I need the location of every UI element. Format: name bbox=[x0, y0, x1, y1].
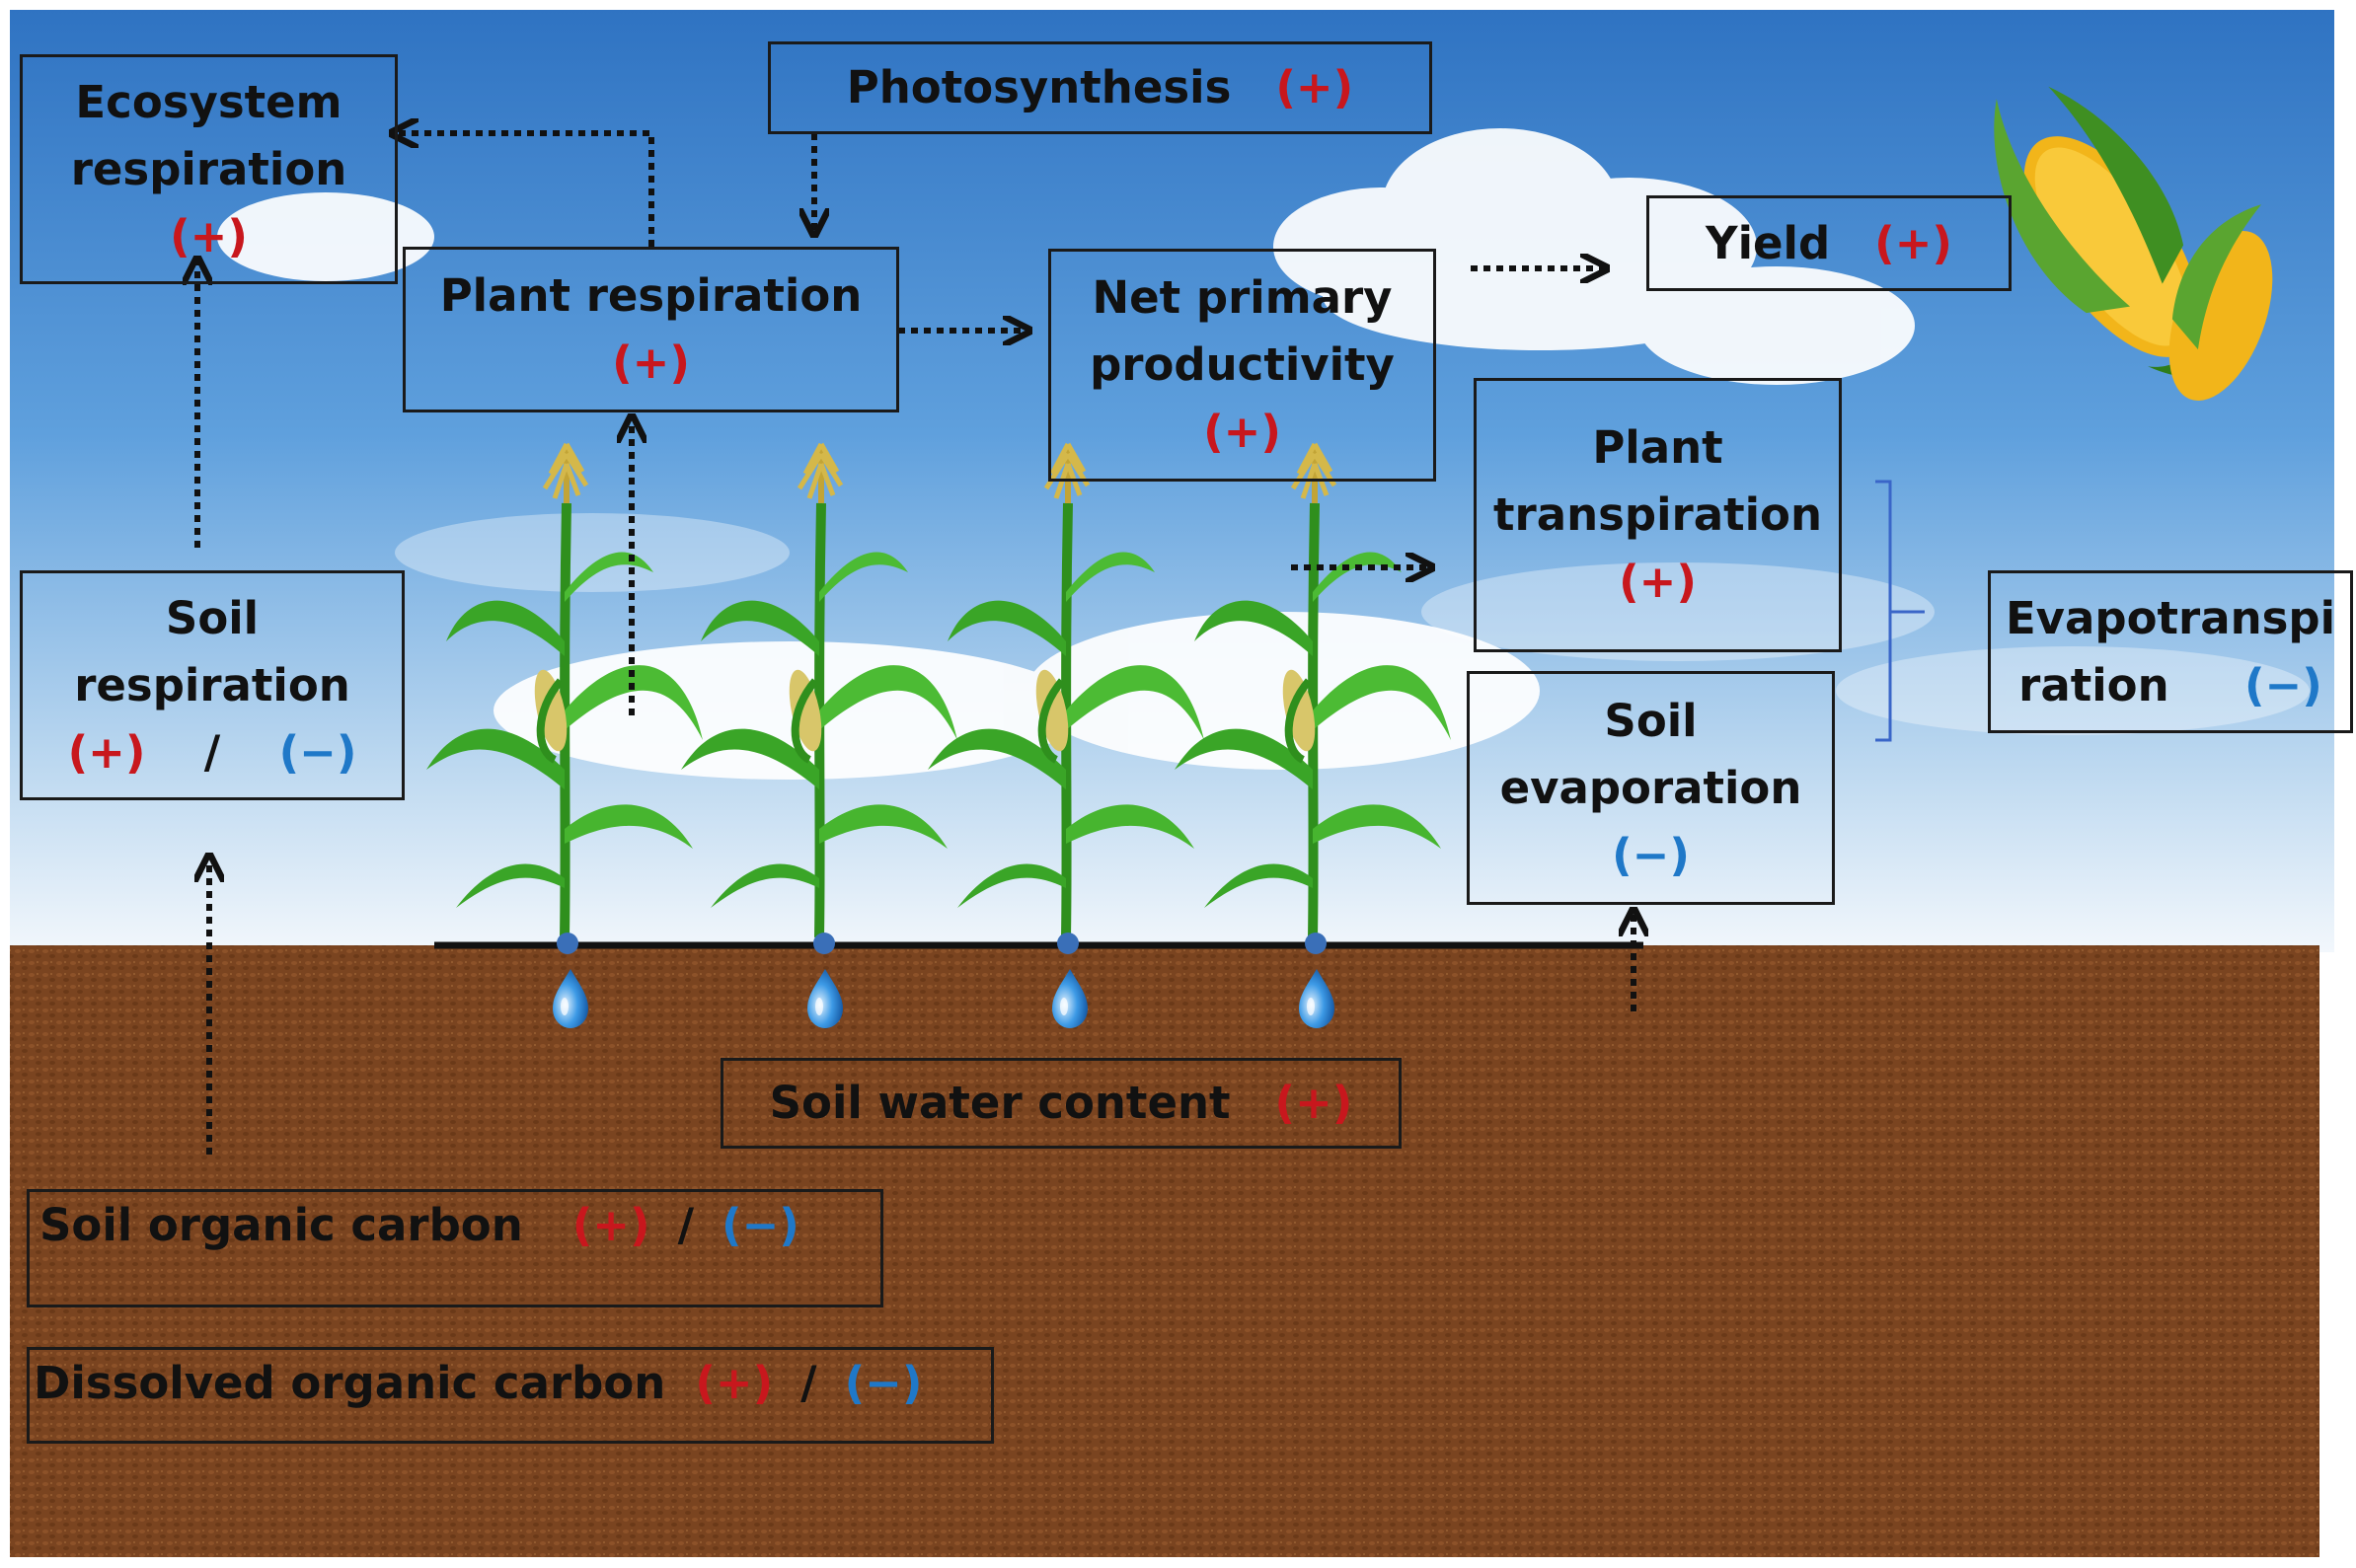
soil-respiration-box: Soil respiration (+) / (−) bbox=[20, 570, 405, 800]
negative-sign: (−) bbox=[722, 1199, 799, 1251]
box-label: Soil organic carbon bbox=[39, 1199, 523, 1251]
box-label: Plant bbox=[1592, 421, 1723, 474]
dissolved-organic-carbon-box: Dissolved organic carbon (+) / (−) bbox=[27, 1347, 994, 1444]
box-label: Photosynthesis bbox=[846, 61, 1232, 113]
box-label: evaporation bbox=[1499, 761, 1802, 814]
positive-sign: (+) bbox=[571, 1199, 650, 1251]
positive-sign: (+) bbox=[612, 336, 690, 389]
box-label: Soil water content bbox=[769, 1077, 1231, 1129]
box-label: Soil bbox=[165, 591, 260, 644]
box-label: Net primary bbox=[1092, 271, 1393, 324]
evapotranspiration-box: Evapotranspi ration (−) bbox=[1988, 570, 2353, 733]
negative-sign: (−) bbox=[2243, 658, 2322, 711]
corn-cob-icon bbox=[1994, 86, 2216, 377]
box-label: ration bbox=[2018, 658, 2169, 711]
positive-sign: (+) bbox=[695, 1357, 774, 1409]
positive-sign: (+) bbox=[170, 209, 248, 262]
soil-organic-carbon-box: Soil organic carbon (+) / (−) bbox=[27, 1189, 883, 1307]
emitter-icon bbox=[557, 933, 578, 954]
box-label: respiration bbox=[70, 142, 347, 195]
negative-sign: (−) bbox=[1612, 828, 1690, 881]
box-label: Soil bbox=[1604, 694, 1698, 747]
arrow-plant-to-ecosystem bbox=[395, 133, 654, 247]
negative-sign: (−) bbox=[278, 725, 357, 779]
positive-sign: (+) bbox=[1203, 406, 1281, 458]
soil-evaporation-box: Soil evaporation (−) bbox=[1467, 671, 1835, 905]
soil-area bbox=[10, 945, 2319, 1557]
ecosystem-respiration-box: Ecosystem respiration (+) bbox=[20, 54, 398, 284]
box-label: Dissolved organic carbon bbox=[34, 1357, 666, 1409]
soil-water-content-box: Soil water content (+) bbox=[721, 1058, 1402, 1149]
plant-transpiration-box: Plant transpiration (+) bbox=[1474, 378, 1842, 652]
box-label: transpiration bbox=[1493, 488, 1822, 541]
box-label: Plant respiration bbox=[439, 269, 863, 322]
net-primary-productivity-box: Net primary productivity (+) bbox=[1048, 249, 1436, 482]
emitter-icon bbox=[813, 933, 835, 954]
slash-separator: / bbox=[677, 1199, 695, 1251]
yield-box: Yield (+) bbox=[1646, 195, 2012, 291]
photosynthesis-box: Photosynthesis (+) bbox=[768, 41, 1432, 134]
slash-separator: / bbox=[203, 725, 221, 779]
positive-sign: (+) bbox=[67, 725, 146, 779]
plant-respiration-box: Plant respiration (+) bbox=[403, 247, 899, 412]
positive-sign: (+) bbox=[1274, 1077, 1353, 1129]
box-label: Evapotranspi bbox=[2005, 591, 2336, 644]
slash-separator: / bbox=[800, 1357, 817, 1409]
positive-sign: (+) bbox=[1619, 556, 1697, 608]
emitter-icon bbox=[1057, 933, 1079, 954]
negative-sign: (−) bbox=[844, 1357, 923, 1409]
positive-sign: (+) bbox=[1275, 61, 1354, 113]
positive-sign: (+) bbox=[1874, 216, 1952, 269]
box-label: respiration bbox=[74, 658, 350, 711]
emitter-icon bbox=[1305, 933, 1327, 954]
box-label: productivity bbox=[1090, 338, 1395, 391]
grouping-bracket bbox=[1875, 480, 1925, 742]
box-label: Yield bbox=[1705, 216, 1831, 269]
box-label: Ecosystem bbox=[75, 75, 342, 128]
